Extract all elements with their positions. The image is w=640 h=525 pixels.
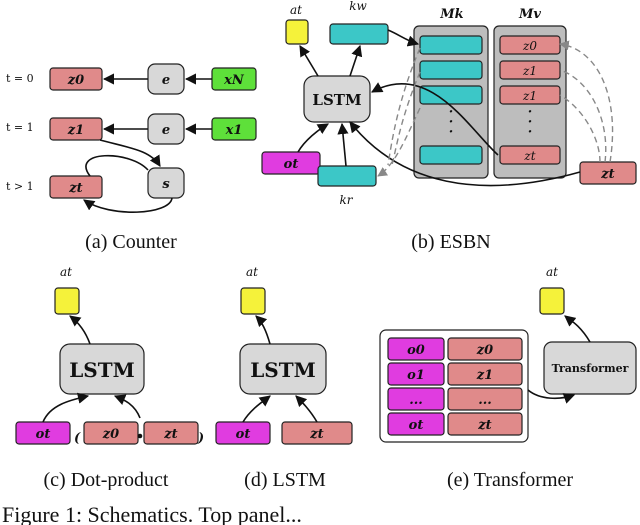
tf-o-label: ot xyxy=(409,418,424,433)
esbn-mk-cell xyxy=(419,60,483,80)
lstm-panel: at LSTM ot zt (d) LSTM xyxy=(215,265,353,490)
dp-dot-operator xyxy=(137,433,143,439)
esbn-mk-cell xyxy=(419,85,483,105)
esbn-mv-dots: · xyxy=(528,125,533,140)
esbn-ot-box xyxy=(261,151,321,175)
tf-o-box xyxy=(387,362,445,386)
tf-z-box xyxy=(447,362,523,386)
esbn-lstm-box xyxy=(303,75,371,123)
esbn-at-label: at xyxy=(290,3,302,17)
dp-lstm-label: LSTM xyxy=(69,358,135,382)
esbn-mk-label: Mk xyxy=(439,7,463,22)
ls-zt-label: zt xyxy=(309,427,323,442)
caption-c: (c) Dot-product xyxy=(44,469,169,490)
caption-e: (e) Transformer xyxy=(447,469,573,490)
ls-lstm-box xyxy=(239,343,327,395)
counter-zt-box xyxy=(49,175,103,199)
esbn-ot-label: ot xyxy=(284,157,299,172)
esbn-kw-label: kw xyxy=(349,0,367,13)
counter-z0-box xyxy=(49,67,103,91)
counter-e-label-1: e xyxy=(162,123,170,138)
esbn-mv-cell-label: zt xyxy=(523,149,535,163)
tf-o-label: ... xyxy=(409,393,423,408)
tf-z-label: z1 xyxy=(476,368,493,383)
tf-o-box xyxy=(387,412,445,436)
esbn-mk-dots: · xyxy=(449,125,454,140)
esbn-mk-cell xyxy=(419,35,483,55)
counter-s-label: s xyxy=(162,177,170,192)
tf-o-box xyxy=(387,337,445,361)
tf-z-box xyxy=(447,412,523,436)
tf-o-label: o1 xyxy=(407,368,425,383)
esbn-mv-label: Mv xyxy=(518,7,541,22)
esbn-lstm-label: LSTM xyxy=(312,91,361,109)
dotproduct-panel: at LSTM ot ( z0 zt ) (c) Dot-product xyxy=(15,265,204,490)
dp-lstm-box xyxy=(59,343,145,395)
dp-at-label: at xyxy=(60,265,72,279)
ls-ot-label: ot xyxy=(236,427,251,442)
tf-z-box xyxy=(447,387,523,411)
dp-at-box xyxy=(54,287,80,315)
dp-bracket-left: ( xyxy=(74,431,81,446)
counter-z1-box xyxy=(49,117,103,141)
caption-b: (b) ESBN xyxy=(411,231,490,253)
counter-z1-label: z1 xyxy=(67,123,84,138)
esbn-mv-dots: · xyxy=(528,105,533,120)
esbn-at-box xyxy=(285,19,309,45)
counter-panel: t = 0 t = 1 t > 1 z0 e xN z1 e x1 zt s (… xyxy=(6,63,257,253)
counter-e-label-0: e xyxy=(162,73,170,88)
tf-z-label: z0 xyxy=(476,343,493,358)
esbn-mv-dots: · xyxy=(528,115,533,130)
tf-transformer-label: Transformer xyxy=(552,362,629,375)
counter-z0-label: z0 xyxy=(67,73,84,88)
dp-bracket-right: ) xyxy=(197,431,204,446)
esbn-mv-cell-label: z1 xyxy=(522,89,537,103)
tf-o-box xyxy=(387,387,445,411)
tf-z-box xyxy=(447,337,523,361)
dp-ot-label: ot xyxy=(36,427,51,442)
esbn-mk-dots: · xyxy=(449,105,454,120)
dp-z0-box xyxy=(83,421,139,445)
tf-z-label: ... xyxy=(478,393,492,408)
esbn-kr-label: kr xyxy=(339,193,353,207)
counter-x1-label: x1 xyxy=(225,123,243,138)
dp-z0-label: z0 xyxy=(102,427,119,442)
time-label-1: t = 1 xyxy=(6,121,34,134)
ls-at-box xyxy=(240,287,266,315)
dp-zt-label: zt xyxy=(163,427,177,442)
esbn-mv-cell-label: z1 xyxy=(522,64,537,78)
figure-diagram: .bx { stroke: #222; stroke-width: 1.2; }… xyxy=(6,0,637,490)
esbn-mk-cell xyxy=(419,145,483,165)
esbn-zt-box xyxy=(579,161,637,185)
esbn-mv-cell-label: z0 xyxy=(522,39,537,53)
ls-at-label: at xyxy=(246,265,258,279)
figure-caption: Figure 1: Schematics. Top panel... xyxy=(2,502,302,525)
transformer-panel: at Transformer o0 z0 o1 z1 ... ... ot zt… xyxy=(379,265,637,490)
time-label-2: t > 1 xyxy=(6,180,34,193)
time-label-0: t = 0 xyxy=(6,72,34,85)
counter-s-box xyxy=(147,167,185,199)
tf-sequence-bracket xyxy=(379,329,529,443)
esbn-zt-label: zt xyxy=(600,167,614,182)
ls-lstm-label: LSTM xyxy=(250,358,316,382)
esbn-mv-cell xyxy=(499,145,561,165)
tf-z-label: zt xyxy=(477,418,491,433)
tf-at-label: at xyxy=(546,265,558,279)
figure-caption-strip: Figure 1: Schematics. Top panel... xyxy=(0,490,640,525)
counter-zt-label: zt xyxy=(68,181,82,196)
caption-a: (a) Counter xyxy=(85,231,177,253)
esbn-kr-box xyxy=(317,165,377,187)
tf-at-box xyxy=(539,287,565,315)
counter-xN-label: xN xyxy=(223,73,245,88)
caption-d: (d) LSTM xyxy=(244,469,326,490)
esbn-kw-box xyxy=(329,23,389,45)
tf-o-label: o0 xyxy=(407,343,425,358)
esbn-panel: at kw LSTM ot kr Mk · · · Mv z0 z1 xyxy=(261,0,637,253)
dp-zt-box xyxy=(143,421,199,445)
esbn-mv-cell xyxy=(499,60,561,80)
esbn-mk-dots: · xyxy=(449,115,454,130)
